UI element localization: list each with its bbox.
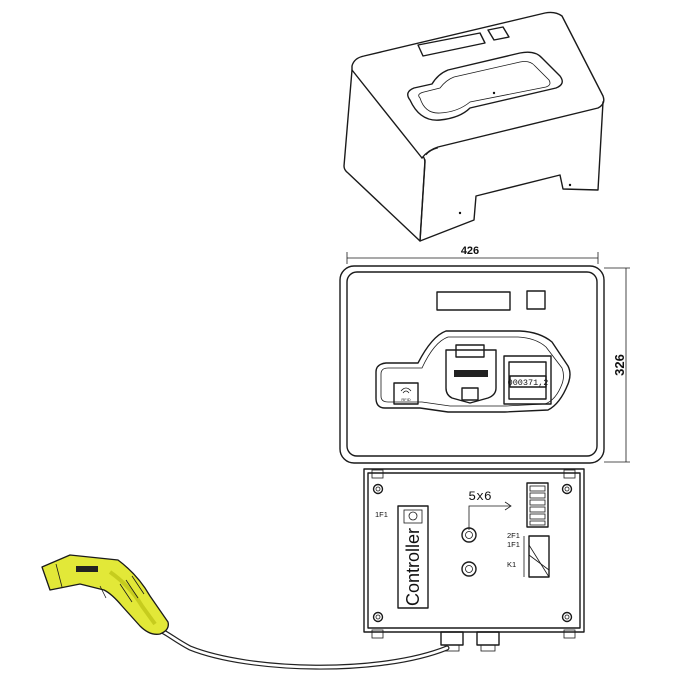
- width-dimension-label: 426: [461, 245, 479, 257]
- label-k1: K1: [507, 560, 516, 569]
- label-1f1-left: 1F1: [375, 510, 388, 519]
- arrow-label: 5x6: [468, 489, 491, 504]
- display-window: [436, 291, 511, 311]
- charging-socket: [445, 349, 497, 404]
- rfid-label: RFID: [401, 397, 410, 402]
- terminal-block: [526, 482, 549, 528]
- energy-meter: [503, 355, 552, 405]
- height-dimension-label: 326: [612, 354, 627, 376]
- rfid-reader: [393, 382, 419, 405]
- controller-label: Controller: [403, 528, 423, 606]
- label-2f1: 2F1: [507, 531, 520, 540]
- dimension-width: 426: [346, 245, 599, 264]
- contactor: [528, 535, 550, 578]
- isometric-housing: [343, 11, 605, 242]
- controller-module: [397, 505, 429, 609]
- button-window: [526, 290, 546, 310]
- dimension-height: 326: [604, 267, 630, 463]
- controller-box: 1F1 Controller 5x6 2F1 1F1 K1: [363, 468, 585, 652]
- charging-plug: [41, 554, 169, 635]
- charging-cable: [157, 627, 450, 670]
- label-1f1-right: 1F1: [507, 540, 520, 549]
- front-panel: RFID 000371,2: [339, 265, 605, 464]
- plug-body: [41, 554, 169, 635]
- meter-reading: 000371,2: [508, 378, 549, 388]
